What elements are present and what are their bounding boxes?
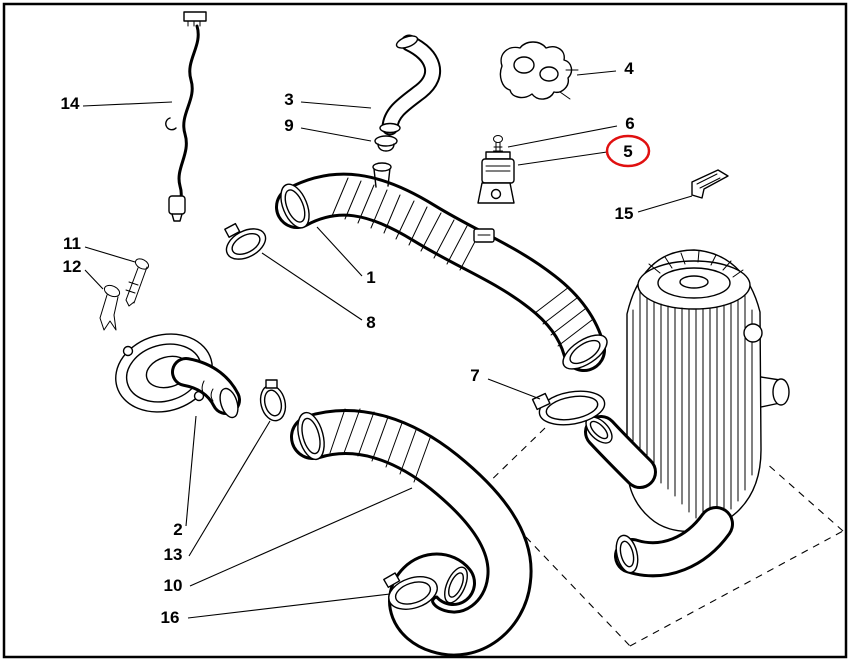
support-bracket [499,41,579,100]
screw-11 [125,258,150,307]
leader-14 [82,101,173,107]
leader-7 [487,378,541,400]
callout-1[interactable]: 1 [366,268,375,287]
callout-9[interactable]: 9 [284,116,293,135]
callout-15[interactable]: 15 [615,204,634,223]
callout-10[interactable]: 10 [164,576,183,595]
callout-11[interactable]: 11 [63,234,81,253]
leader-8 [261,252,363,321]
leader-10 [189,487,413,587]
leader-lines [82,70,693,619]
highlight-circle [605,134,651,168]
intake-elbow [115,333,241,419]
push-rivet-12 [99,284,121,331]
hose-clamp-13 [259,379,287,422]
breather-hose [379,34,441,136]
hose-ribs [329,408,431,483]
leader-3 [300,101,372,109]
housing-ribs [632,290,753,522]
hose-clamp-8 [224,222,267,260]
callout-2[interactable]: 2 [173,520,182,539]
callout-4[interactable]: 4 [624,59,634,78]
screw-6 [493,135,503,163]
callout-8[interactable]: 8 [366,313,375,332]
leader-5 [517,151,608,166]
leader-6 [507,125,618,148]
hose-clamp-7 [531,390,606,426]
leader-12 [84,269,104,290]
leader-16 [187,593,391,619]
leader-11 [84,246,136,263]
callout-12[interactable]: 12 [63,257,82,276]
map-sensor [477,151,515,204]
leader-4 [576,70,617,76]
callout-16[interactable]: 16 [161,608,180,627]
leader-9 [300,127,372,142]
callouts: 1 2 3 4 5 6 7 8 9 10 11 12 13 14 15 16 [61,59,635,627]
hose-clamp-16 [383,572,438,610]
bracket-15 [691,169,729,199]
dashed-reference-lines [480,427,844,647]
leader-15 [637,195,693,213]
callout-3[interactable]: 3 [284,90,293,109]
corrugations [331,177,481,271]
intake-hose-upper [275,162,608,372]
wiring-harness [165,11,207,222]
callout-5[interactable]: 5 [623,142,632,161]
leader-2 [185,415,197,527]
callout-6[interactable]: 6 [625,114,634,133]
callout-14[interactable]: 14 [61,94,80,113]
air-filter-housing [584,249,790,578]
callout-7[interactable]: 7 [470,366,479,385]
cap [374,135,398,152]
callout-13[interactable]: 13 [164,545,183,564]
leader-1 [316,226,363,277]
leader-13 [188,420,271,557]
